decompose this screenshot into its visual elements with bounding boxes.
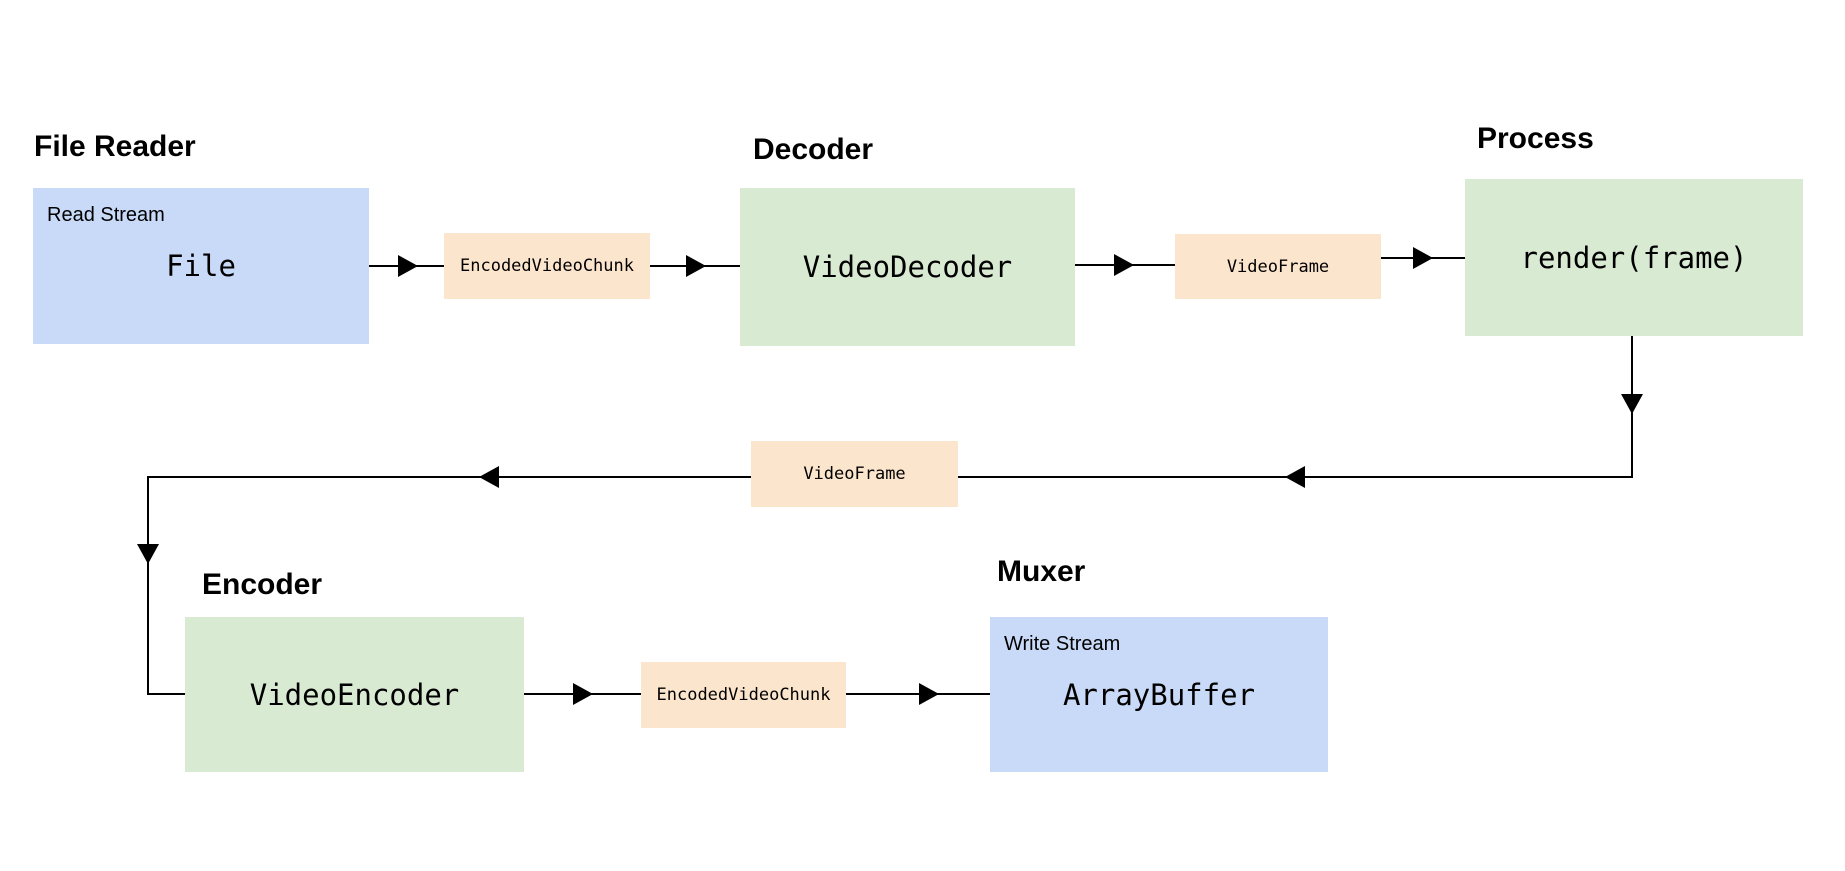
read-stream-label: Read Stream: [47, 204, 165, 226]
video-frame-label: VideoFrame: [803, 464, 906, 484]
connector-process-return-to-encoder: [137, 336, 1643, 695]
encoded-video-chunk-label: EncodedVideoChunk: [460, 256, 634, 276]
file-node: Read Stream File: [33, 188, 369, 344]
video-encoder-node: VideoEncoder: [185, 617, 524, 772]
section-title-file-reader: File Reader: [34, 130, 196, 163]
video-frame-top-node: VideoFrame: [1175, 234, 1381, 299]
connector-encoder-to-chunk: [524, 683, 641, 705]
section-title-muxer: Muxer: [997, 555, 1086, 588]
video-frame-label: VideoFrame: [1226, 256, 1330, 277]
arrow-right-icon: [398, 255, 418, 277]
arrow-right-icon: [1114, 254, 1134, 276]
array-buffer-label: ArrayBuffer: [1062, 677, 1256, 712]
encoded-video-chunk-top-node: EncodedVideoChunk: [444, 233, 650, 299]
video-decoder-label: VideoDecoder: [802, 250, 1013, 284]
video-frame-return-node: VideoFrame: [751, 441, 958, 507]
connector-chunk-to-decoder: [650, 255, 740, 277]
connector-frame-to-process: [1381, 247, 1465, 269]
video-decoder-node: VideoDecoder: [740, 188, 1075, 346]
arrow-right-icon: [686, 255, 706, 277]
encoded-video-chunk-label: EncodedVideoChunk: [656, 685, 831, 705]
video-encoder-label: VideoEncoder: [249, 677, 460, 712]
render-frame-label: render(frame): [1520, 240, 1748, 275]
arrow-right-icon: [573, 683, 593, 705]
arrow-down-icon: [137, 544, 159, 564]
arrow-down-icon: [1621, 394, 1643, 414]
render-frame-node: render(frame): [1465, 179, 1803, 336]
arrow-left-icon: [1285, 466, 1305, 488]
array-buffer-node: Write Stream ArrayBuffer: [990, 617, 1328, 772]
file-label: File: [166, 249, 236, 283]
connector-chunk-to-muxer: [846, 683, 990, 705]
section-title-process: Process: [1477, 122, 1594, 155]
write-stream-label: Write Stream: [1004, 633, 1121, 655]
encoded-video-chunk-bottom-node: EncodedVideoChunk: [641, 662, 846, 728]
section-title-decoder: Decoder: [753, 133, 874, 166]
connector-decoder-to-frame: [1075, 254, 1175, 276]
connector-file-to-chunk: [369, 255, 444, 277]
arrow-left-icon: [479, 466, 499, 488]
connector-line: [147, 336, 1633, 695]
section-title-encoder: Encoder: [202, 568, 323, 601]
arrow-right-icon: [919, 683, 939, 705]
arrow-right-icon: [1413, 247, 1433, 269]
